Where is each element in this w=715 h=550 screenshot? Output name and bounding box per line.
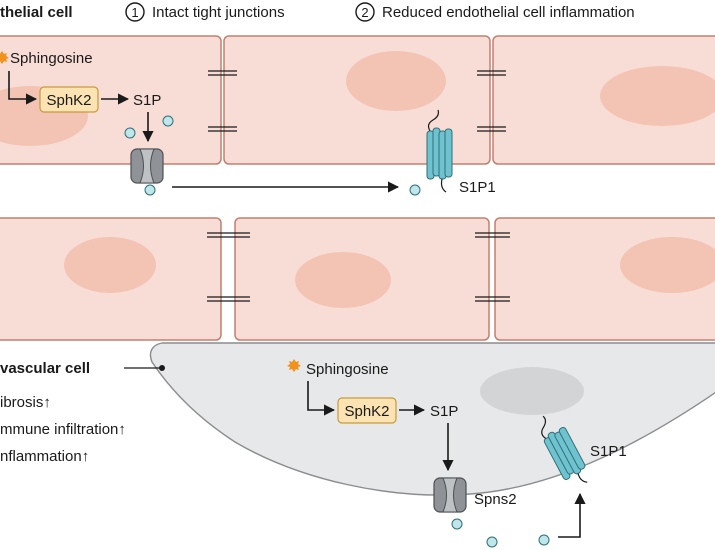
s1p-dot <box>486 536 498 548</box>
endothelial-cell-label: thelial cell <box>0 4 73 21</box>
endothelial-row-bottom <box>0 217 715 341</box>
s1p1-receptor-icon <box>426 109 453 193</box>
tight-junction <box>208 70 237 132</box>
s1p1-receptor-icon <box>541 415 588 483</box>
sphingosine-star-icon <box>287 359 301 372</box>
tight-junction <box>475 232 510 302</box>
effect-inflammation: nflammation↑ <box>0 448 89 465</box>
nucleus <box>295 252 391 308</box>
spns2-transporter-icon <box>433 477 467 513</box>
nucleus <box>600 66 715 126</box>
number-marker-1 <box>125 2 145 22</box>
s1p-label: S1P <box>430 403 458 420</box>
perivascular-cell-label: vascular cell <box>0 360 90 377</box>
sphk2-label: SphK2 <box>344 403 389 420</box>
number-marker-2-text: 2 <box>361 5 368 20</box>
sphingosine-to-sphk2-arrow <box>307 381 336 416</box>
s1p-dot <box>409 184 421 196</box>
spns2-label: Spns2 <box>474 491 517 508</box>
sphingosine-label: Sphingosine <box>306 361 389 378</box>
s1p-dot <box>162 115 174 127</box>
s1p-dot <box>451 518 463 530</box>
nucleus <box>620 237 715 293</box>
spns2-transporter-icon <box>130 148 164 184</box>
sphingosine-to-sphk2-arrow <box>8 71 38 105</box>
intact-tight-junctions-label: Intact tight junctions <box>152 4 285 21</box>
s1p1-label: S1P1 <box>590 443 627 460</box>
tight-junction <box>207 232 250 302</box>
perivascular-nucleus <box>480 367 584 415</box>
sphk2-label: SphK2 <box>46 92 91 109</box>
tight-junction <box>477 70 506 132</box>
s1p-label: S1P <box>133 92 161 109</box>
effect-fibrosis: ibrosis↑ <box>0 394 51 411</box>
number-marker-1-text: 1 <box>131 5 138 20</box>
s1p-to-receptor-arrow <box>558 492 586 538</box>
endothelial-row-top <box>0 35 715 165</box>
effect-immune-infiltration: mmune infiltration↑ <box>0 421 126 438</box>
reduced-inflammation-label: Reduced endothelial cell inflammation <box>382 4 635 21</box>
s1p-dot <box>144 184 156 196</box>
sphingosine-star-icon <box>0 51 9 64</box>
nucleus <box>346 51 446 111</box>
s1p-dot <box>124 127 136 139</box>
sphk2-enzyme-box <box>39 86 99 113</box>
sphingosine-label: Sphingosine <box>10 50 93 67</box>
s1p-dot <box>538 534 550 546</box>
s1p1-label: S1P1 <box>459 179 496 196</box>
nucleus <box>64 237 156 293</box>
sphk2-enzyme-box <box>337 397 397 424</box>
number-marker-2 <box>355 2 375 22</box>
